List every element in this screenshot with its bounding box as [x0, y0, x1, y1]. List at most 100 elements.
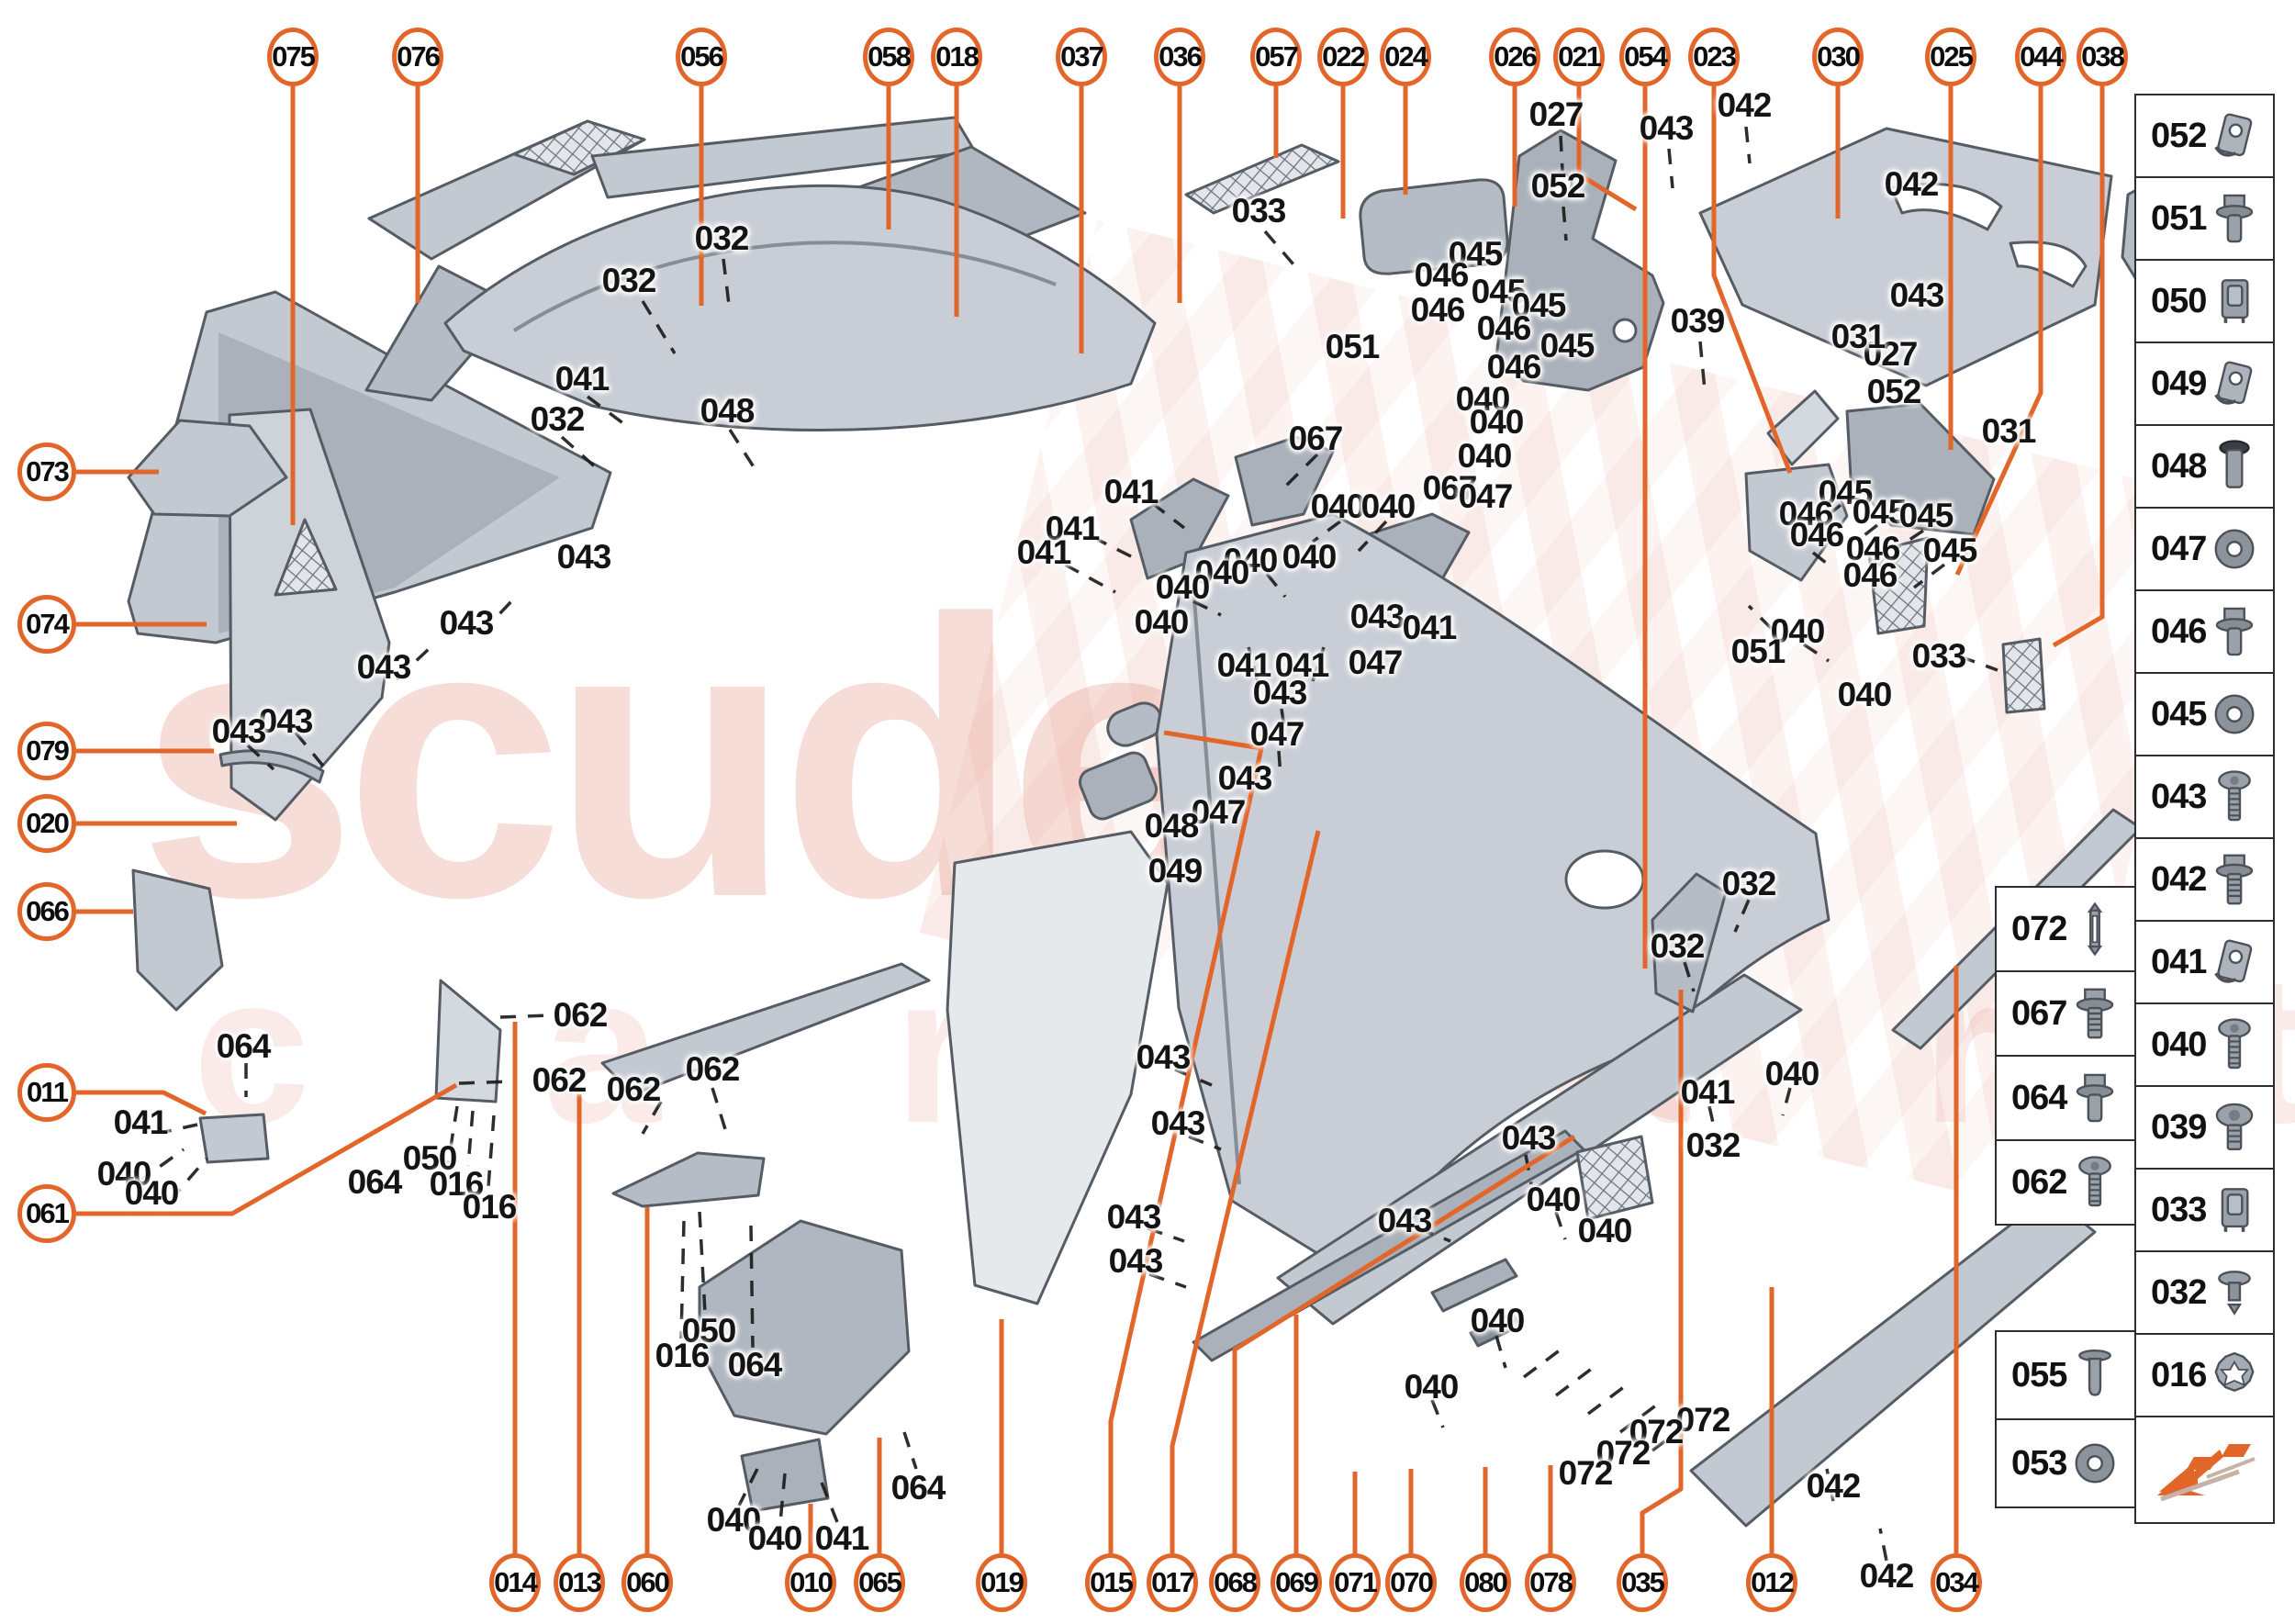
part-strip-062-top [600, 962, 931, 1096]
part-label-040: 040 [1404, 1368, 1460, 1406]
callout-074[interactable]: 074 [17, 595, 76, 654]
callout-026[interactable]: 026 [1489, 28, 1540, 86]
part-label-043: 043 [1377, 1202, 1433, 1239]
callout-023[interactable]: 023 [1688, 28, 1740, 86]
callout-019[interactable]: 019 [976, 1553, 1027, 1612]
part-label-032: 032 [601, 262, 657, 299]
leader-line [1232, 1134, 1576, 1553]
legend-row-039: 039 [2134, 1085, 2275, 1170]
callout-044[interactable]: 044 [2015, 28, 2066, 86]
part-label-040: 040 [1457, 437, 1513, 475]
callout-060[interactable]: 060 [621, 1553, 673, 1612]
callout-070[interactable]: 070 [1385, 1553, 1437, 1612]
callout-073[interactable]: 073 [17, 442, 76, 501]
legend-number: 049 [2151, 364, 2207, 403]
part-label-041: 041 [554, 360, 610, 398]
legend-number: 067 [2011, 993, 2067, 1033]
callout-080[interactable]: 080 [1460, 1553, 1511, 1612]
callout-079[interactable]: 079 [17, 722, 76, 780]
part-label-072: 072 [1629, 1413, 1685, 1450]
torx-screw-icon [2066, 1153, 2123, 1212]
callout-069[interactable]: 069 [1271, 1553, 1322, 1612]
callout-066[interactable]: 066 [17, 882, 76, 941]
part-label-040: 040 [1310, 487, 1366, 525]
part-label-046: 046 [1778, 495, 1834, 532]
part-label-040: 040 [96, 1155, 152, 1193]
callout-061[interactable]: 061 [17, 1184, 76, 1243]
callout-068[interactable]: 068 [1209, 1553, 1260, 1612]
callout-010[interactable]: 010 [785, 1553, 836, 1612]
callout-013[interactable]: 013 [554, 1553, 605, 1612]
callout-025[interactable]: 025 [1925, 28, 1976, 86]
part-label-043: 043 [1136, 1038, 1192, 1076]
leader-line [1576, 86, 1638, 212]
callout-035[interactable]: 035 [1617, 1553, 1668, 1612]
part-label-040: 040 [1155, 568, 1211, 606]
callout-018[interactable]: 018 [931, 28, 982, 86]
part-label-016: 016 [655, 1337, 711, 1374]
rivet-pin-icon [2066, 1346, 2123, 1405]
part-label-033: 033 [1911, 637, 1967, 675]
part-label-039: 039 [1670, 302, 1726, 340]
legend-number: 064 [2011, 1078, 2067, 1117]
callout-030[interactable]: 030 [1812, 28, 1864, 86]
brand-arrow-icon [2152, 1431, 2262, 1508]
callout-011[interactable]: 011 [17, 1063, 76, 1122]
callout-034[interactable]: 034 [1931, 1553, 1982, 1612]
callout-021[interactable]: 021 [1553, 28, 1605, 86]
callout-038[interactable]: 038 [2077, 28, 2128, 86]
callout-057[interactable]: 057 [1250, 28, 1302, 86]
star-washer-icon [2206, 1346, 2263, 1405]
part-label-043: 043 [1106, 1198, 1162, 1236]
leader-line [1954, 86, 2043, 577]
part-pillar-020 [228, 408, 391, 822]
legend-row-042: 042 [2134, 837, 2275, 922]
part-hex-plate-040 [1575, 1135, 1654, 1221]
part-label-040: 040 [1455, 380, 1511, 418]
legend-number: 046 [2151, 611, 2207, 651]
part-label-016: 016 [429, 1165, 485, 1203]
callout-015[interactable]: 015 [1085, 1553, 1136, 1612]
legend-row-040: 040 [2134, 1002, 2275, 1087]
part-label-041: 041 [1274, 646, 1330, 684]
callout-020[interactable]: 020 [17, 794, 76, 853]
legend-number: 048 [2151, 446, 2207, 486]
callout-056[interactable]: 056 [676, 28, 727, 86]
part-label-064: 064 [890, 1469, 946, 1506]
part-rear-shelf-030 [1698, 127, 2113, 387]
part-label-047: 047 [1458, 477, 1514, 515]
part-label-040: 040 [1360, 487, 1416, 525]
callout-054[interactable]: 054 [1619, 28, 1671, 86]
part-bracket-011 [198, 1113, 270, 1164]
callout-022[interactable]: 022 [1317, 28, 1369, 86]
legend-row-016: 016 [2134, 1333, 2275, 1417]
part-label-064: 064 [216, 1027, 272, 1065]
part-label-040: 040 [747, 1519, 803, 1557]
part-label-031: 031 [1981, 412, 2037, 450]
callout-071[interactable]: 071 [1329, 1553, 1381, 1612]
part-label-027: 027 [1528, 95, 1584, 133]
part-label-045: 045 [1471, 273, 1527, 310]
part-label-062: 062 [553, 996, 609, 1034]
legend-row-051: 051 [2134, 176, 2275, 261]
callout-024[interactable]: 024 [1380, 28, 1431, 86]
callout-076[interactable]: 076 [392, 28, 443, 86]
callout-036[interactable]: 036 [1154, 28, 1205, 86]
callout-037[interactable]: 037 [1056, 28, 1107, 86]
callout-058[interactable]: 058 [863, 28, 914, 86]
callout-017[interactable]: 017 [1147, 1553, 1198, 1612]
flange-bolt-icon [2066, 1069, 2123, 1127]
part-bracket-066 [131, 868, 224, 1012]
callout-014[interactable]: 014 [489, 1553, 541, 1612]
callout-012[interactable]: 012 [1746, 1553, 1797, 1612]
part-label-041: 041 [1680, 1073, 1736, 1111]
legend-row-045: 045 [2134, 672, 2275, 756]
legend-row-047: 047 [2134, 507, 2275, 591]
part-label-040: 040 [1134, 603, 1190, 641]
part-label-041: 041 [1402, 609, 1458, 646]
callout-075[interactable]: 075 [267, 28, 319, 86]
callout-078[interactable]: 078 [1525, 1553, 1576, 1612]
part-label-062: 062 [685, 1050, 741, 1088]
callout-065[interactable]: 065 [854, 1553, 905, 1612]
